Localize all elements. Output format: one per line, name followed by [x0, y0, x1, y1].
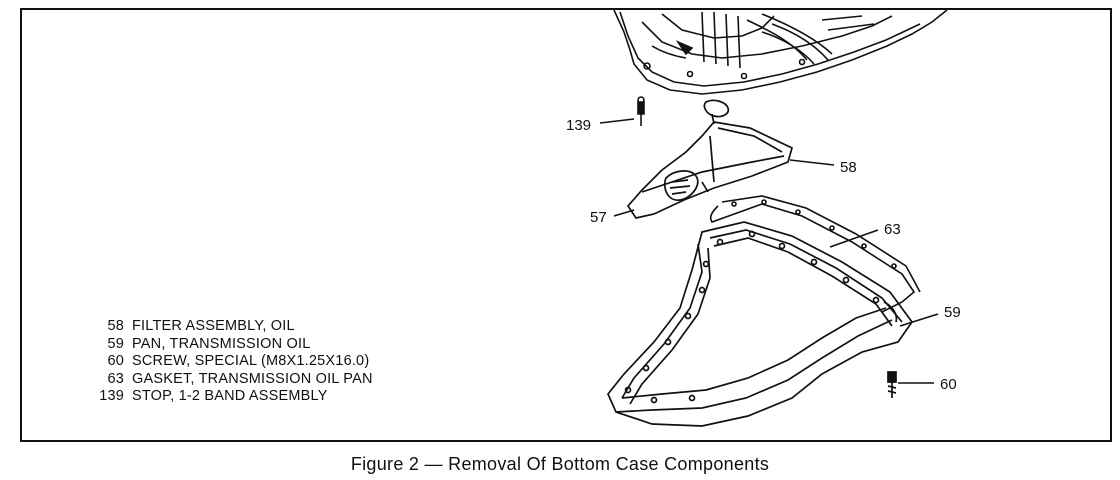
callout-59: 59: [944, 304, 961, 321]
exploded-view-drawing: 139 58 57 63 59 60: [566, 10, 961, 427]
special-screw-part: [887, 371, 897, 398]
leader-line-59: [899, 313, 939, 327]
leader-line-58: [789, 159, 835, 166]
legend-number: 58: [107, 318, 124, 334]
oil-filter-part: [626, 99, 794, 219]
callout-60: 60: [940, 376, 957, 393]
band-stop-part: [637, 96, 645, 126]
legend-number: 63: [107, 370, 124, 387]
transmission-case-bottom: [613, 10, 948, 95]
parts-legend: 58 FILTER ASSEMBLY, OIL 59 PAN, TRANSMISSI…: [74, 318, 373, 406]
callout-139: 139: [566, 117, 591, 134]
transmission-oil-pan-part: [607, 221, 914, 427]
callout-63: 63: [884, 221, 901, 238]
legend-number: 59: [107, 335, 124, 352]
legend-text: PAN, TRANSMISSION OIL: [132, 335, 311, 352]
legend-text: FILTER ASSEMBLY, OIL: [132, 318, 295, 334]
figure-caption: Figure 2 — Removal Of Bottom Case Compon…: [350, 454, 770, 474]
legend-item: 63 GASKET, TRANSMISSION OIL PAN: [74, 371, 373, 389]
legend-item: 139 STOP, 1-2 BAND ASSEMBLY: [74, 388, 373, 406]
legend-text: GASKET, TRANSMISSION OIL PAN: [132, 370, 373, 387]
callout-57: 57: [590, 209, 607, 226]
leader-line-63: [829, 229, 879, 248]
oil-pan-gasket-part: [709, 195, 921, 313]
callout-58: 58: [840, 159, 857, 176]
legend-text: SCREW, SPECIAL (M8X1.25X16.0): [132, 353, 370, 369]
leader-line-139: [599, 118, 635, 124]
legend-number: 139: [99, 388, 124, 404]
legend-item: 60 SCREW, SPECIAL (M8X1.25X16.0): [74, 353, 373, 371]
leader-line-57: [613, 209, 635, 217]
legend-item: 58 FILTER ASSEMBLY, OIL: [74, 318, 373, 336]
legend-item: 59 PAN, TRANSMISSION OIL: [74, 336, 373, 354]
legend-text: STOP, 1-2 BAND ASSEMBLY: [132, 388, 328, 404]
legend-number: 60: [107, 353, 124, 369]
